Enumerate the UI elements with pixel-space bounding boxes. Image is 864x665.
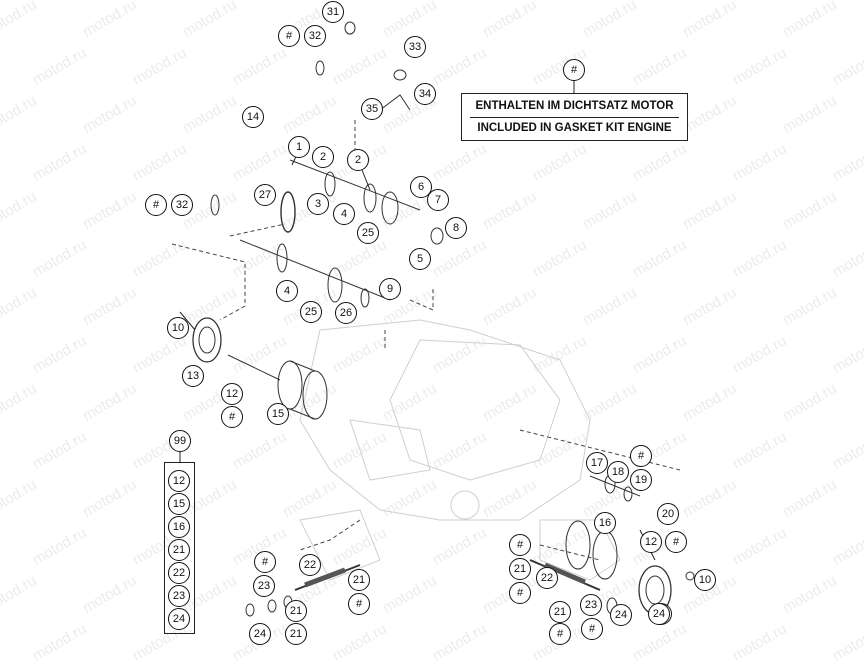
parts-cluster-top <box>210 21 444 308</box>
part-callout: 27 <box>254 184 276 206</box>
part-callout: 25 <box>300 301 322 323</box>
part-callout: 22 <box>299 554 321 576</box>
part-callout: # <box>509 534 531 556</box>
kit-item-callout: 22 <box>168 562 190 584</box>
part-callout: 2 <box>312 146 334 168</box>
kit-box <box>164 462 195 634</box>
legend-line-en: INCLUDED IN GASKET KIT ENGINE <box>477 122 672 134</box>
leader-lines <box>171 120 681 561</box>
part-callout: 15 <box>267 403 289 425</box>
part-callout: 3 <box>307 193 329 215</box>
part-callout: 32 <box>304 25 326 47</box>
part-callout: 10 <box>694 569 716 591</box>
kit-title-callout: 99 <box>169 430 191 452</box>
part-callout: 17 <box>586 452 608 474</box>
part-callout: # <box>348 593 370 615</box>
part-callout: 10 <box>167 317 189 339</box>
part-callout: # <box>581 618 603 640</box>
part-callout: # <box>221 406 243 428</box>
part-callout: 7 <box>427 189 449 211</box>
part-callout: 6 <box>410 176 432 198</box>
part-callout: 4 <box>276 280 298 302</box>
engine-case-outline <box>299 319 621 581</box>
part-callout: 1 <box>288 136 310 158</box>
part-callout: 23 <box>580 594 602 616</box>
part-callout: 21 <box>549 601 571 623</box>
part-callout: 21 <box>348 569 370 591</box>
part-callout: 21 <box>285 623 307 645</box>
part-callout: 13 <box>182 365 204 387</box>
legend-line-de: ENTHALTEN IM DICHTSATZ MOTOR <box>475 100 674 112</box>
part-callout: 32 <box>171 194 193 216</box>
legend-divider <box>470 117 679 118</box>
kit-item-callout: 16 <box>168 516 190 538</box>
part-callout: 23 <box>253 575 275 597</box>
kit-item-callout: 12 <box>168 470 190 492</box>
kit-item-callout: 24 <box>168 608 190 630</box>
legend-hash-callout: # <box>563 59 585 81</box>
part-callout: 5 <box>409 248 431 270</box>
part-callout: 25 <box>357 222 379 244</box>
part-callout: 24 <box>249 623 271 645</box>
part-callout: 8 <box>445 217 467 239</box>
part-callout: # <box>665 531 687 553</box>
part-callout: 20 <box>657 503 679 525</box>
legend-box: ENTHALTEN IM DICHTSATZ MOTOR INCLUDED IN… <box>461 93 688 141</box>
parts-cluster-left <box>192 317 328 420</box>
part-callout: 35 <box>361 98 383 120</box>
part-callout: 21 <box>285 600 307 622</box>
part-callout: 26 <box>335 302 357 324</box>
part-callout: 18 <box>607 461 629 483</box>
part-callout: 31 <box>322 1 344 23</box>
part-callout: 21 <box>509 558 531 580</box>
part-callout: 24 <box>648 603 670 625</box>
part-callout: 12 <box>221 383 243 405</box>
part-callout: # <box>549 623 571 645</box>
part-callout: # <box>254 551 276 573</box>
part-callout: 19 <box>630 469 652 491</box>
part-callout: 16 <box>594 512 616 534</box>
part-callout: 14 <box>242 106 264 128</box>
part-callout: 4 <box>333 203 355 225</box>
part-callout: # <box>630 445 652 467</box>
part-callout: # <box>278 25 300 47</box>
part-callout: 9 <box>379 278 401 300</box>
part-callout: 22 <box>536 567 558 589</box>
part-callout: 24 <box>610 604 632 626</box>
part-callout: 34 <box>414 83 436 105</box>
part-callout: 33 <box>404 36 426 58</box>
kit-item-callout: 15 <box>168 493 190 515</box>
part-callout: # <box>145 194 167 216</box>
part-callout: 12 <box>640 531 662 553</box>
part-callout: 2 <box>347 149 369 171</box>
kit-item-callout: 23 <box>168 585 190 607</box>
kit-item-callout: 21 <box>168 539 190 561</box>
part-callout: # <box>509 582 531 604</box>
